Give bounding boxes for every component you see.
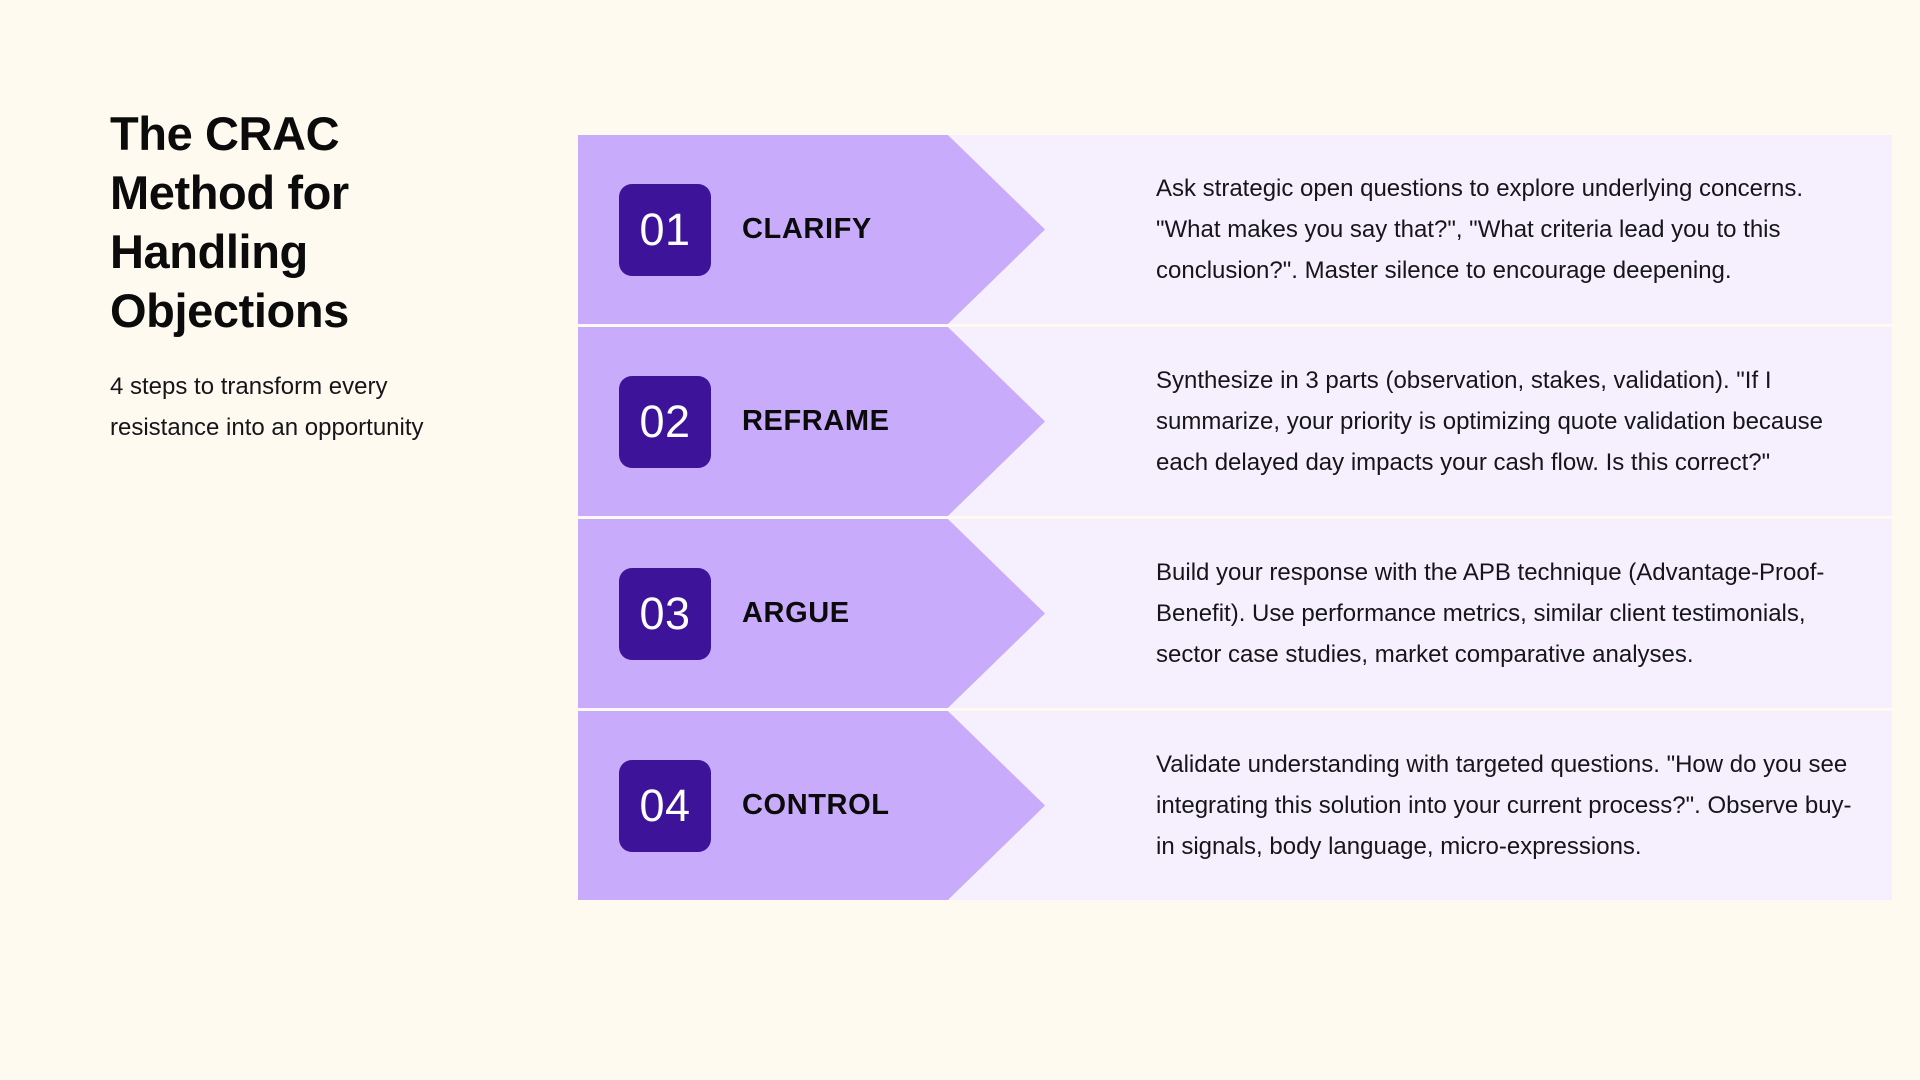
step-arrow-banner: 04 CONTROL [578,711,1045,900]
steps-panel: 01 CLARIFY Ask strategic open questions … [578,135,1892,900]
step-description: Build your response with the APB techniq… [1156,559,1825,668]
step-row[interactable]: 04 CONTROL Validate understanding with t… [578,711,1892,900]
step-number-badge: 01 [619,183,711,276]
step-description: Synthesize in 3 parts (observation, stak… [1156,367,1823,476]
page-subtitle: 4 steps to transform every resistance in… [110,373,424,441]
step-arrow-banner: 01 CLARIFY [578,135,1045,324]
step-row[interactable]: 01 CLARIFY Ask strategic open questions … [578,135,1892,324]
step-description: Ask strategic open questions to explore … [1156,175,1804,284]
step-arrow-banner: 02 REFRAME [578,327,1045,516]
step-label: CLARIFY [742,213,872,245]
step-arrow-banner: 03 ARGUE [578,519,1045,708]
step-row[interactable]: 02 REFRAME Synthesize in 3 parts (observ… [578,327,1892,516]
step-row[interactable]: 03 ARGUE Build your response with the AP… [578,519,1892,708]
step-description: Validate understanding with targeted que… [1156,751,1852,860]
step-number-badge: 03 [619,567,711,660]
title-block: The CRAC Method for Handling Objections … [110,104,500,448]
step-number-badge: 02 [619,375,711,468]
page-title: The CRAC Method for Handling Objections [110,107,349,337]
step-label: REFRAME [742,405,890,437]
step-label: ARGUE [742,597,850,629]
step-number-badge: 04 [619,759,711,852]
step-label: CONTROL [742,789,890,821]
